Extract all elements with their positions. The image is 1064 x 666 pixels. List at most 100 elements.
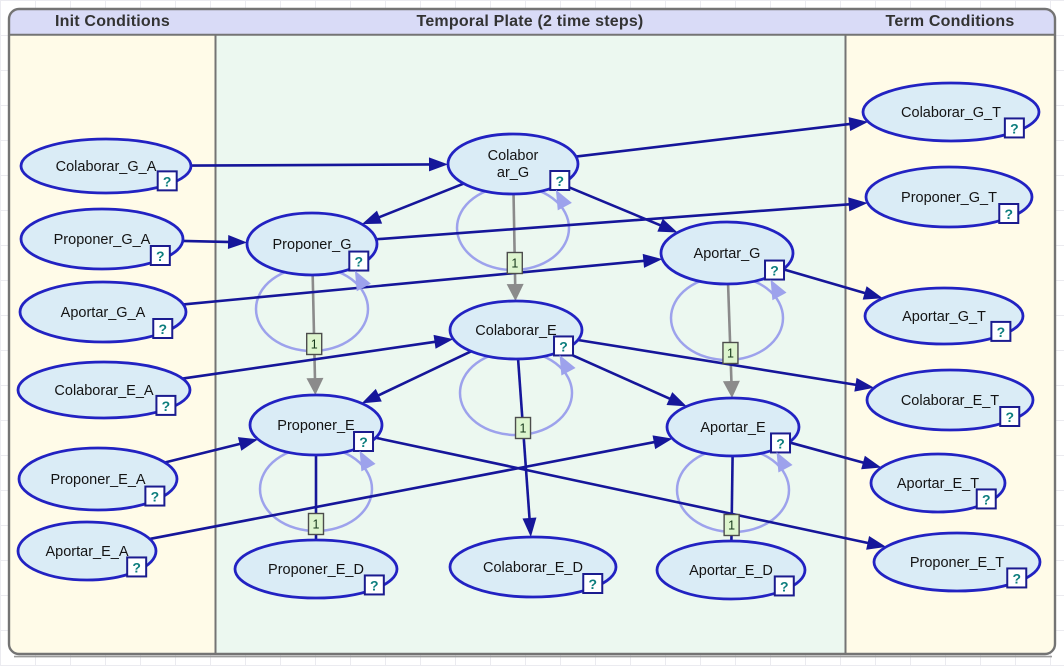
question-icon[interactable]: ? bbox=[149, 245, 171, 266]
node-ellipse[interactable] bbox=[16, 520, 158, 582]
edge-line[interactable] bbox=[182, 339, 439, 380]
edge-aportar_e_a-aportar_e[interactable] bbox=[149, 435, 673, 541]
edge-arrowhead[interactable] bbox=[862, 286, 883, 300]
question-icon[interactable]: ? bbox=[144, 485, 166, 507]
question-icon[interactable]: ? bbox=[999, 406, 1021, 427]
temporal-order-badge-aportar_g[interactable]: 1 bbox=[722, 341, 739, 365]
question-icon[interactable]: ? bbox=[156, 170, 178, 192]
temporal-order-badge-aportar_e[interactable]: 1 bbox=[723, 513, 740, 537]
temporal-order-badge-colaborar_e[interactable]: 1 bbox=[514, 416, 532, 440]
edge-line[interactable] bbox=[726, 283, 733, 386]
edge-line[interactable] bbox=[374, 350, 472, 399]
edge-proponer_g-proponer_g_t[interactable] bbox=[376, 197, 868, 241]
node-aportar_e[interactable]: Aportar_E? bbox=[665, 396, 801, 458]
edge-line[interactable] bbox=[575, 122, 854, 158]
self-loop-arrowhead-colaborar_g[interactable] bbox=[549, 186, 572, 211]
self-loop-arrowhead-colaborar_e[interactable] bbox=[552, 351, 576, 376]
node-ellipse[interactable] bbox=[19, 207, 185, 271]
node-colaborar_e_a[interactable]: Colaborar_E_A? bbox=[16, 360, 192, 420]
question-icon[interactable]: ? bbox=[998, 203, 1020, 224]
node-colaborar_e_d[interactable]: Colaborar_E_D? bbox=[448, 535, 618, 599]
edge-arrowhead[interactable] bbox=[722, 380, 740, 399]
edge-arrowhead[interactable] bbox=[657, 218, 678, 233]
node-aportar_g_a[interactable]: Aportar_G_A? bbox=[18, 280, 188, 344]
node-ellipse[interactable] bbox=[17, 446, 179, 512]
question-icon[interactable]: ? bbox=[582, 573, 604, 594]
node-proponer_g_a[interactable]: Proponer_G_A? bbox=[19, 207, 185, 271]
node-proponer_g[interactable]: Proponer_G? bbox=[245, 211, 379, 277]
edge-colaborar_g-proponer_g[interactable] bbox=[361, 182, 465, 225]
edge-proponer_e-proponer_e_t[interactable] bbox=[375, 436, 887, 550]
edge-arrowhead[interactable] bbox=[522, 517, 537, 538]
node-proponer_g_t[interactable]: Proponer_G_T? bbox=[864, 165, 1034, 229]
node-ellipse[interactable] bbox=[233, 538, 399, 600]
question-icon[interactable]: ? bbox=[1006, 567, 1028, 589]
node-aportar_e_a[interactable]: Aportar_E_A? bbox=[16, 520, 158, 582]
edge-colaborar_e_a-colaborar_e[interactable] bbox=[182, 334, 454, 380]
edge-line[interactable] bbox=[190, 163, 434, 167]
node-ellipse[interactable] bbox=[872, 531, 1042, 593]
self-loop-arrowhead-proponer_g[interactable] bbox=[348, 267, 371, 292]
node-ellipse[interactable] bbox=[861, 81, 1041, 143]
edge-line[interactable] bbox=[182, 239, 233, 244]
edge-line[interactable] bbox=[375, 182, 465, 220]
edge-colaborar_g-colaborar_g_t[interactable] bbox=[575, 117, 869, 158]
edge-aportar_g_a-aportar_g[interactable] bbox=[183, 253, 663, 306]
node-proponer_e_t[interactable]: Proponer_E_T? bbox=[872, 531, 1042, 593]
node-ellipse[interactable] bbox=[248, 393, 384, 457]
edge-arrowhead[interactable] bbox=[866, 536, 887, 550]
question-icon[interactable]: ? bbox=[126, 556, 148, 578]
edge-arrowhead[interactable] bbox=[361, 210, 383, 225]
edge-colaborar_e-colaborar_e_d[interactable] bbox=[516, 358, 537, 538]
node-aportar_g_t[interactable]: Aportar_G_T? bbox=[863, 286, 1025, 346]
edge-line[interactable] bbox=[782, 268, 869, 296]
edge-arrowhead[interactable] bbox=[237, 437, 259, 451]
question-icon[interactable]: ? bbox=[764, 259, 786, 281]
question-icon[interactable]: ? bbox=[348, 250, 370, 272]
self-loop-arrowhead-aportar_e[interactable] bbox=[769, 448, 793, 473]
question-icon[interactable]: ? bbox=[353, 431, 375, 452]
edge-line[interactable] bbox=[788, 441, 868, 465]
node-ellipse[interactable] bbox=[19, 137, 193, 195]
edge-arrowhead[interactable] bbox=[652, 435, 673, 450]
question-icon[interactable]: ? bbox=[155, 394, 177, 416]
edge-line[interactable] bbox=[561, 349, 674, 402]
node-ellipse[interactable] bbox=[863, 286, 1025, 346]
edge-arrowhead[interactable] bbox=[506, 283, 524, 302]
node-ellipse[interactable] bbox=[665, 396, 801, 458]
question-icon[interactable]: ? bbox=[975, 488, 997, 510]
node-ellipse[interactable] bbox=[659, 220, 795, 286]
edge-line[interactable] bbox=[375, 436, 872, 546]
edge-arrowhead[interactable] bbox=[227, 235, 248, 250]
edge-arrowhead[interactable] bbox=[848, 197, 868, 212]
edge-line[interactable] bbox=[183, 259, 648, 306]
node-aportar_e_t[interactable]: Aportar_E_T? bbox=[869, 452, 1007, 514]
edge-arrowhead[interactable] bbox=[848, 117, 869, 132]
node-proponer_e_d[interactable]: Proponer_E_D? bbox=[233, 538, 399, 600]
edge-line[interactable] bbox=[149, 440, 659, 541]
edge-line[interactable] bbox=[376, 202, 853, 241]
edge-colaborar_e-colaborar_e_t[interactable] bbox=[577, 338, 875, 392]
edge-arrowhead[interactable] bbox=[861, 455, 882, 470]
edge-proponer_g_a-proponer_g[interactable] bbox=[182, 235, 248, 250]
edge-aportar_g-aportar_e[interactable] bbox=[722, 283, 740, 399]
temporal-order-badge-proponer_e[interactable]: 1 bbox=[307, 512, 325, 536]
node-ellipse[interactable] bbox=[655, 539, 807, 601]
edge-line[interactable] bbox=[164, 441, 244, 464]
node-ellipse[interactable] bbox=[245, 211, 379, 277]
edge-arrowhead[interactable] bbox=[433, 334, 454, 349]
question-icon[interactable]: ? bbox=[363, 574, 385, 596]
node-ellipse[interactable] bbox=[446, 132, 580, 196]
temporal-order-badge-proponer_g[interactable]: 1 bbox=[306, 332, 323, 356]
question-icon[interactable]: ? bbox=[152, 318, 174, 339]
edge-arrowhead[interactable] bbox=[854, 377, 875, 392]
edge-arrowhead[interactable] bbox=[306, 377, 324, 396]
edge-colaborar_g_a-colaborar_g[interactable] bbox=[190, 157, 449, 172]
node-colaborar_e[interactable]: Colaborar_E? bbox=[448, 299, 584, 361]
self-loop-arrowhead-proponer_e[interactable] bbox=[352, 447, 376, 472]
temporal-order-badge-colaborar_g[interactable]: 1 bbox=[506, 251, 523, 275]
node-colaborar_e_t[interactable]: Colaborar_E_T? bbox=[865, 368, 1035, 432]
question-icon[interactable]: ? bbox=[1003, 117, 1025, 139]
question-icon[interactable]: ? bbox=[549, 170, 571, 191]
question-icon[interactable]: ? bbox=[773, 575, 795, 597]
